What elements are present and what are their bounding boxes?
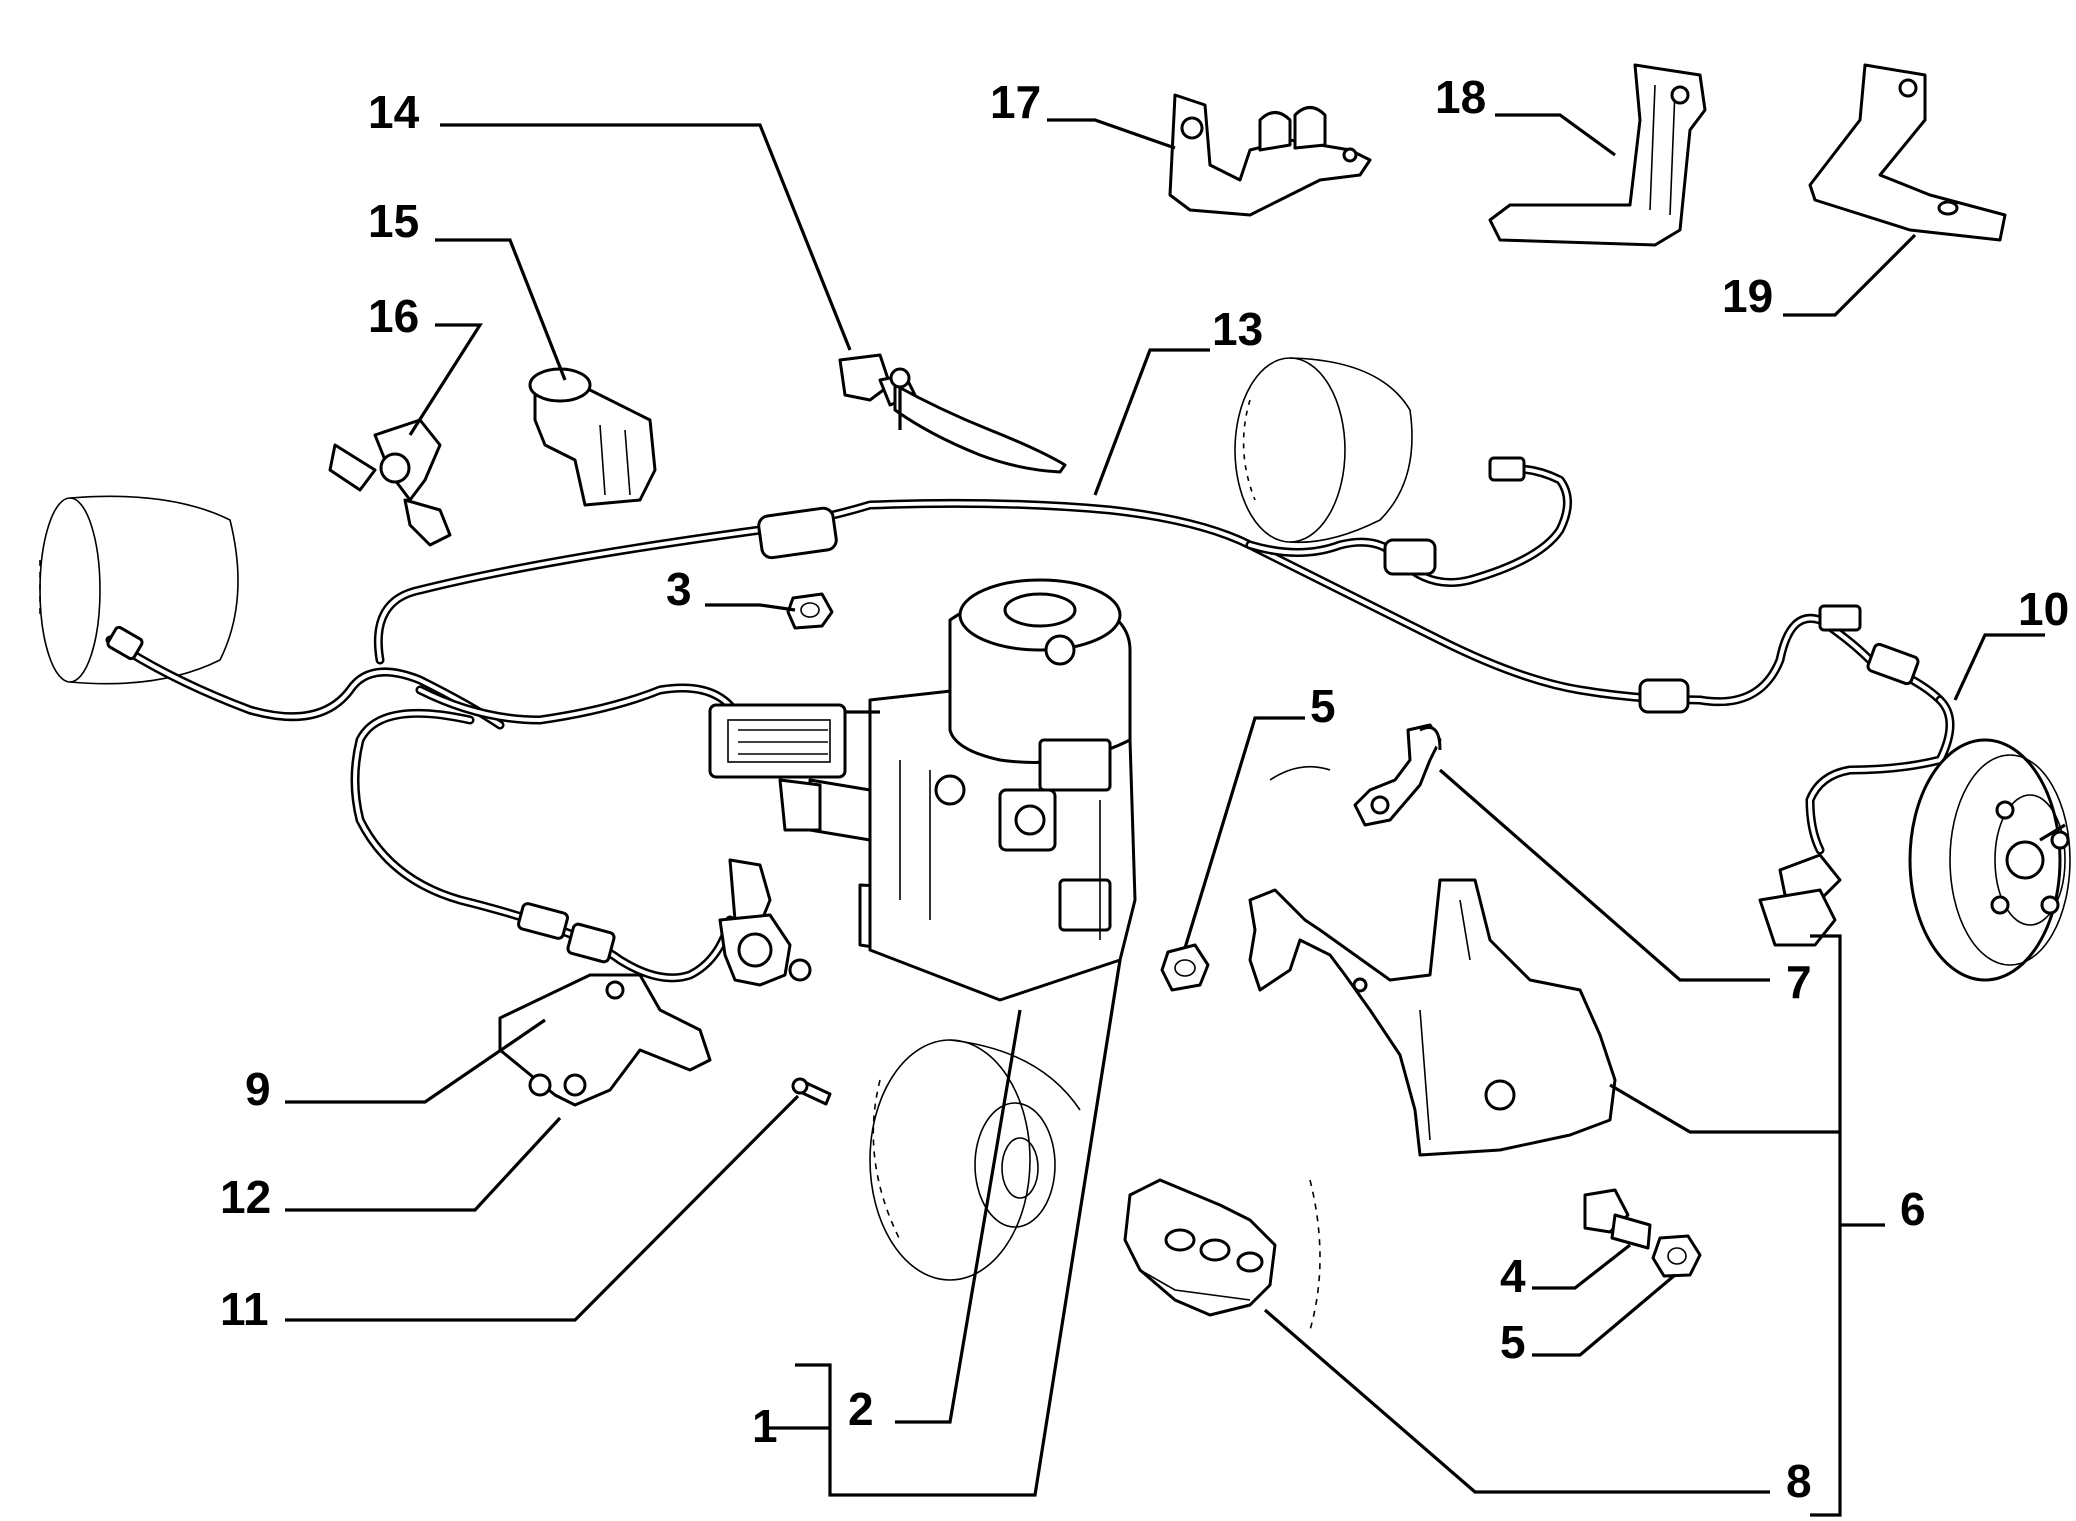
callout-14: 14 [368,86,420,138]
brake-guard-plate [1248,878,1617,1157]
leader-16 [408,323,483,436]
callout-2: 2 [848,1383,874,1435]
harness-connector-left [757,506,838,560]
callout-7: 7 [1786,956,1812,1008]
harness-plug-left [106,625,144,661]
bracket-6 [1810,934,1842,1517]
callout-8: 8 [1786,1455,1812,1507]
screw-11 [791,1077,832,1106]
bolt-4 [1583,1188,1652,1250]
leader-13 [1093,348,1210,496]
background-brake-drums [39,357,1413,1331]
wheel-speed-sensor-14 [838,353,1067,474]
leader-14 [440,123,852,351]
sensor-clip-7 [1353,723,1442,827]
callout-11: 11 [220,1283,269,1335]
wheel-speed-sensor-16 [328,418,452,547]
leader-4 [1532,1243,1631,1290]
callout-4: 4 [1500,1250,1526,1302]
rear-wheel-hub-10 [1758,738,2071,982]
parts-brackets-top [1168,63,2007,247]
mounting-bracket-19 [1808,63,2007,242]
mounting-bracket-18 [1488,63,1707,247]
harness-plug-sensor9 [517,902,569,940]
wheel-speed-sensor-15 [528,367,657,507]
callout-labels: 14 15 16 17 18 19 13 3 5 10 7 9 12 11 6 … [220,71,2069,1507]
sensor-bracket-12 [498,973,712,1107]
leader-lines [285,113,2045,1517]
mounting-bracket-17 [1168,93,1372,217]
callout-9: 9 [245,1063,271,1115]
callout-16: 16 [368,290,419,342]
abs-ecu-connector [708,703,847,779]
callout-17: 17 [990,76,1041,128]
callout-5-center: 5 [1310,680,1336,732]
leader-9 [285,1018,546,1104]
leader-10 [1953,633,2045,701]
abs-hydraulic-unit [778,578,1137,1002]
callout-19: 19 [1722,270,1773,322]
leader-7 [1438,768,1770,982]
parts-sensors [328,353,2071,1107]
harness-plug-wheel10 [1866,642,1920,686]
caliper-carrier-8 [1123,1178,1277,1317]
callout-12: 12 [220,1171,271,1223]
upper-brake-drum [1234,357,1413,544]
leader-6-guard [1609,1083,1840,1134]
leader-5b [1532,1273,1677,1357]
harness-plug-sensor9b [566,922,616,964]
leader-11 [285,1094,800,1322]
harness-plug-wheel [1818,604,1862,632]
caliper-bracket-outline [1269,765,1331,1331]
leader-12 [285,1116,562,1212]
callout-5-lower: 5 [1500,1316,1526,1368]
sensor-wiring-harness [105,456,1955,983]
leader-17 [1047,118,1176,150]
harness-plug-drum [1488,456,1526,482]
callout-18: 18 [1435,71,1486,123]
callout-3: 3 [666,563,692,615]
callout-13: 13 [1212,303,1263,355]
parts-small [786,592,1702,1278]
nut-5-center [1160,943,1210,992]
leader-1 [795,959,1122,1497]
harness-connector-right [1383,538,1437,576]
leader-2 [895,1009,1022,1424]
harness-connector-far-right [1638,678,1690,714]
leader-15 [435,238,567,381]
left-brake-drum [39,495,239,685]
leader-3 [705,603,796,612]
nut-3 [786,592,834,630]
callout-1: 1 [752,1400,778,1452]
leader-18 [1495,113,1616,157]
callout-10: 10 [2018,583,2069,635]
leader-5a [1183,716,1305,949]
leader-19 [1783,233,1917,317]
front-brake-disc [869,1039,1081,1281]
callout-6: 6 [1900,1183,1926,1235]
parts-guard-group [1123,723,1617,1317]
callout-15: 15 [368,195,419,247]
wheel-speed-sensor-9 [718,858,812,987]
nut-5-lower [1651,1234,1702,1278]
leader-8 [1263,1308,1770,1494]
